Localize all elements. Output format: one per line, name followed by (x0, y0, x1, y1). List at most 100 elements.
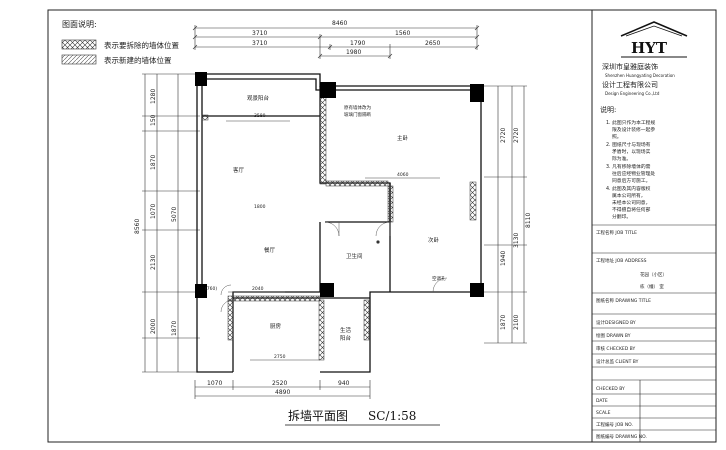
dim-bottom-1: 1070 (207, 380, 222, 387)
floor-plan (195, 72, 484, 373)
demolish-wall-master (319, 91, 327, 185)
tb-designer: 设计DESIGNED BY (596, 319, 636, 326)
notes-heading: 说明: (600, 105, 616, 114)
room-kitchen: 厨房 (270, 322, 282, 330)
living-note: 1800 (254, 204, 266, 210)
dim-right-outer-3: 2100 (513, 315, 520, 330)
second-note: 空调孔 (432, 275, 446, 282)
tb-client-value: 花园（小区） (640, 271, 667, 278)
tb-drawing-no: 工程编号 JOB NO. (596, 421, 633, 428)
room-second: 次卧 (428, 236, 440, 244)
note-3a: 3. 凡有移除墙体的需 (606, 163, 651, 170)
demolish-wall-kitchen-right (318, 299, 325, 361)
dim-top-row3-a: 3710 (252, 40, 267, 47)
note-4c: 未经本公司同意， (612, 199, 650, 206)
dim-left-inner-2: 1870 (171, 321, 178, 336)
notes-list: 1. 此图只作为本工程规 限及设计装修一起参 照。 2. 图纸尺寸与现场有 矛盾… (606, 119, 655, 220)
note-1a: 1. 此图只作为本工程规 (606, 119, 655, 126)
dim-left-outer-1: 1280 (150, 89, 157, 104)
dim-right-inner-2: 1940 (500, 251, 507, 266)
legend-new-wall-label: 表示新建的墙体位置 (104, 55, 172, 65)
room-dining: 餐厅 (264, 246, 276, 254)
note-1c: 照。 (612, 134, 622, 140)
tb-job-no: CHECKED BY (596, 386, 625, 392)
dim-left-outer-6: 2000 (150, 319, 157, 334)
bottom-dimension-lines (194, 380, 371, 399)
tb-scale: SCALE (596, 410, 611, 416)
drawing-scale: SC/1:58 (368, 409, 416, 423)
note-3b: 往后应经物业管理处 (612, 170, 655, 177)
demolish-wall-right (469, 181, 477, 221)
tb-project-label: 工程名称 JOB TITLE (596, 229, 637, 236)
drawing-title: 拆墙平面图 (288, 408, 348, 423)
tb-drawn: 绘图 DRAWN BY (596, 332, 631, 339)
dim-right-inner-1: 2720 (500, 128, 507, 143)
master-note-2: 玻璃门窗隔断 (344, 111, 371, 118)
dim-left-outer-2: 150 (150, 114, 157, 126)
dim-left-outer-5: 2130 (150, 255, 157, 270)
dim-bottom-total: 4890 (275, 389, 290, 396)
legend-demolish-label: 表示要拆除的墙体位置 (104, 40, 179, 50)
dim-top-row4: 1980 (346, 49, 361, 56)
company-logo: HYT (620, 21, 688, 58)
dim-top-row3-c: 2650 (425, 40, 440, 47)
dim-top-row2-a: 3710 (252, 30, 267, 37)
company-dept: 设计工程有限公司 (602, 80, 658, 89)
dim-top-total: 8460 (332, 20, 347, 27)
legend: 图面说明: 表示要拆除的墙体位置 表示新建的墙体位置 (61, 19, 179, 65)
note-2c: 际为准。 (612, 155, 631, 162)
legend-new-wall-swatch (61, 54, 97, 65)
note-2b: 矛盾时，以现场实 (612, 148, 651, 155)
demolish-wall-small (201, 114, 209, 121)
note-1b: 限及设计装修一起参 (612, 126, 655, 133)
dim-left-inner-1: 5070 (171, 207, 178, 222)
master-note-1: 原有墙体改为 (344, 104, 371, 111)
logo-text: HYT (631, 39, 668, 57)
tb-sheet: 图纸编号 DRAWING NO. (596, 433, 647, 440)
top-dimension-lines (192, 25, 480, 59)
tb-approved: 设计总监 CLIENT BY (596, 358, 639, 365)
tb-client-label: 工程地址 JOB ADDRESS (596, 257, 647, 264)
tb-drawing-label: 图纸名称 DRAWING TITLE (596, 297, 651, 304)
note-4d: 不得擅自将任何部 (612, 206, 651, 213)
note-3c: 同意后方可施工。 (612, 177, 650, 184)
room-service-balcony-1: 生活 (340, 326, 352, 334)
dim-right-inner-3: 1870 (500, 315, 507, 330)
sheet-border (47, 9, 717, 443)
note-4e: 分翻印。 (612, 213, 631, 220)
dim-master: 4060 (397, 172, 409, 178)
structural-columns (195, 72, 484, 298)
right-dimension-lines (484, 85, 527, 344)
room-master: 主卧 (397, 134, 409, 142)
company-name-en: Shenzhen Huangyating Decoration (605, 73, 675, 78)
dim-bottom-3: 940 (338, 380, 350, 387)
demolish-wall-master-bottom (325, 180, 389, 187)
left-dimension-lines (142, 73, 200, 373)
dim-left-outer-3: 1870 (150, 155, 157, 170)
dim-left-outer-4: 1070 (150, 204, 157, 219)
dim-right-outer-1: 2720 (513, 128, 520, 143)
dim-top-row3-b: 1790 (350, 40, 365, 47)
dim-bottom-2: 2520 (272, 380, 287, 387)
room-service-balcony-2: 阳台 (340, 334, 352, 342)
titleblock-grid (592, 224, 716, 442)
dim-balcony: 3580 (254, 113, 266, 119)
demolish-wall-bath (387, 185, 394, 223)
tb-checked: 审核 CHECKED BY (596, 345, 635, 352)
dim-left-total: 8560 (134, 219, 141, 234)
note-2a: 2. 图纸尺寸与现场有 (606, 141, 651, 148)
dim-top-row2-b: 1560 (395, 30, 410, 37)
dim-right-total: 8110 (525, 213, 532, 228)
dim-note: (760) (205, 286, 217, 292)
demolish-wall-kitchen-top (227, 295, 321, 302)
room-living: 客厅 (233, 166, 245, 174)
dim-dining: 2040 (252, 286, 264, 292)
legend-title: 图面说明: (62, 19, 97, 29)
tb-date: DATE (596, 398, 608, 404)
door-swings (220, 221, 448, 313)
legend-demolish-swatch (61, 39, 97, 50)
dim-kitchen: 2750 (274, 354, 286, 360)
room-balcony: 观景阳台 (247, 94, 270, 102)
